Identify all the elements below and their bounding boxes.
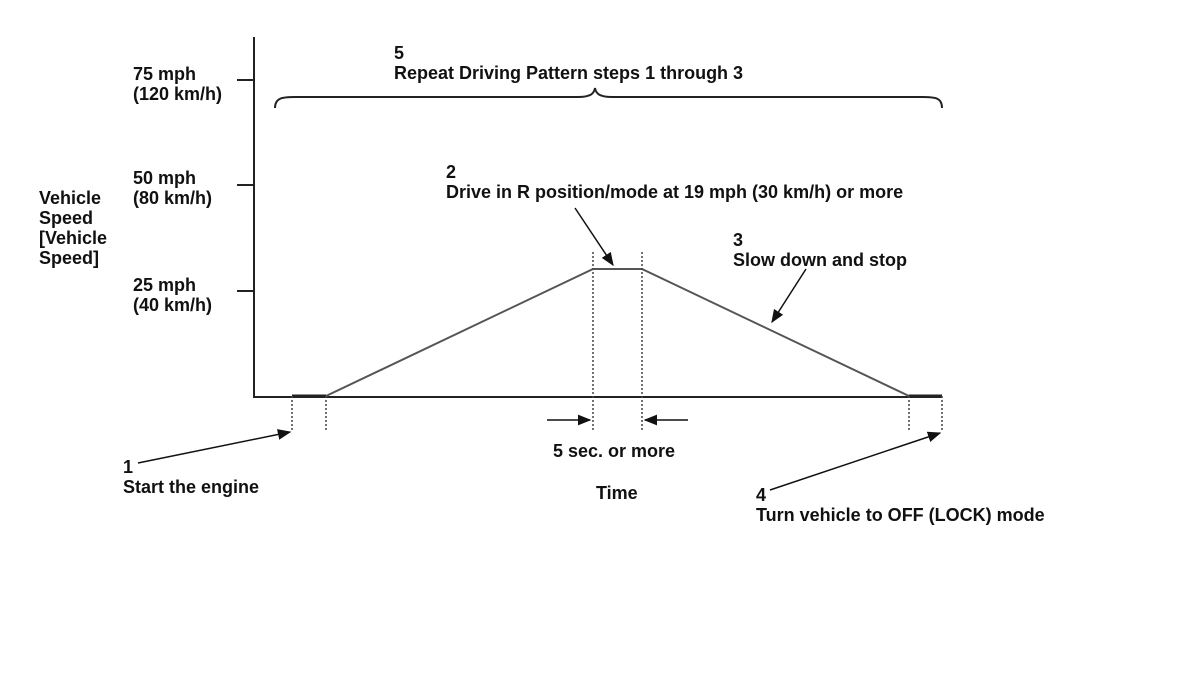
step-4-text: Turn vehicle to OFF (LOCK) mode (756, 505, 1045, 525)
y-tick-label-25-mph: 25 mph (133, 275, 197, 295)
duration-note: 5 sec. or more (553, 441, 676, 461)
step-3-text: Slow down and stop (733, 250, 907, 270)
y-tick-label-25-kmh: (40 km/h) (133, 295, 213, 315)
y-axis-title-line-1: Vehicle (39, 188, 102, 208)
step-3-number: 3 (733, 230, 744, 250)
step-4-label: 4 Turn vehicle to OFF (LOCK) mode (756, 485, 1045, 525)
step-2-text: Drive in R position/mode at 19 mph (30 k… (446, 182, 904, 202)
step-5-number: 5 (394, 43, 405, 63)
y-tick-label-75-kmh: (120 km/h) (133, 84, 223, 104)
y-tick-label-75: 75 mph (120 km/h) (133, 64, 222, 104)
step-1-number: 1 (123, 457, 134, 477)
y-tick-label-75-mph: 75 mph (133, 64, 197, 84)
step-5-label: 5 Repeat Driving Pattern steps 1 through… (394, 43, 743, 83)
y-tick-label-50-mph: 50 mph (133, 168, 197, 188)
y-axis-title: Vehicle Speed [Vehicle Speed] (39, 188, 107, 268)
x-axis-title: Time (596, 483, 638, 503)
y-axis-title-line-4: Speed] (39, 248, 100, 268)
step-2-label: 2 Drive in R position/mode at 19 mph (30… (446, 162, 903, 202)
step-3-label: 3 Slow down and stop (733, 230, 907, 270)
step-4-number: 4 (756, 485, 767, 505)
y-tick-label-50-kmh: (80 km/h) (133, 188, 213, 208)
arrow-step-4 (769, 431, 942, 491)
step-1-text: Start the engine (123, 477, 260, 497)
arrow-step-1 (137, 429, 292, 464)
y-tick-label-50: 50 mph (80 km/h) (133, 168, 212, 208)
repeat-brace (274, 87, 943, 109)
arrow-step-2 (574, 207, 614, 267)
step-1-label: 1 Start the engine (123, 457, 259, 497)
arrow-step-3 (771, 268, 807, 324)
y-axis-title-line-3: [Vehicle (39, 228, 108, 248)
speed-profile (292, 268, 942, 397)
y-axis-title-line-2: Speed (39, 208, 94, 228)
step-2-number: 2 (446, 162, 457, 182)
y-tick-label-25: 25 mph (40 km/h) (133, 275, 212, 315)
step-5-text: Repeat Driving Pattern steps 1 through 3 (394, 63, 744, 83)
